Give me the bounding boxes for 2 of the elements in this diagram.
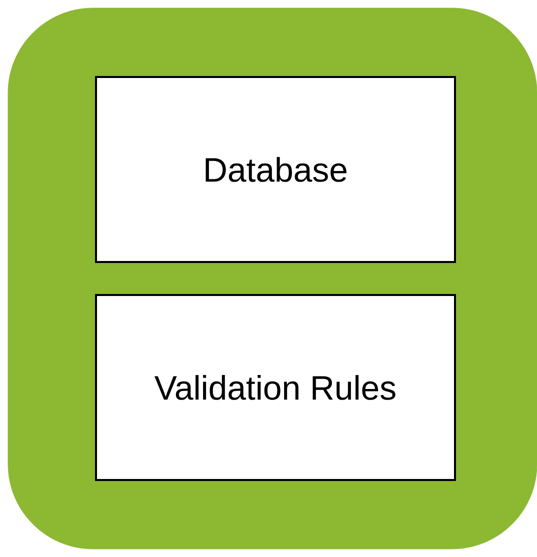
text-box: Validation Rules xyxy=(95,294,456,481)
text-box: Database xyxy=(95,76,456,263)
